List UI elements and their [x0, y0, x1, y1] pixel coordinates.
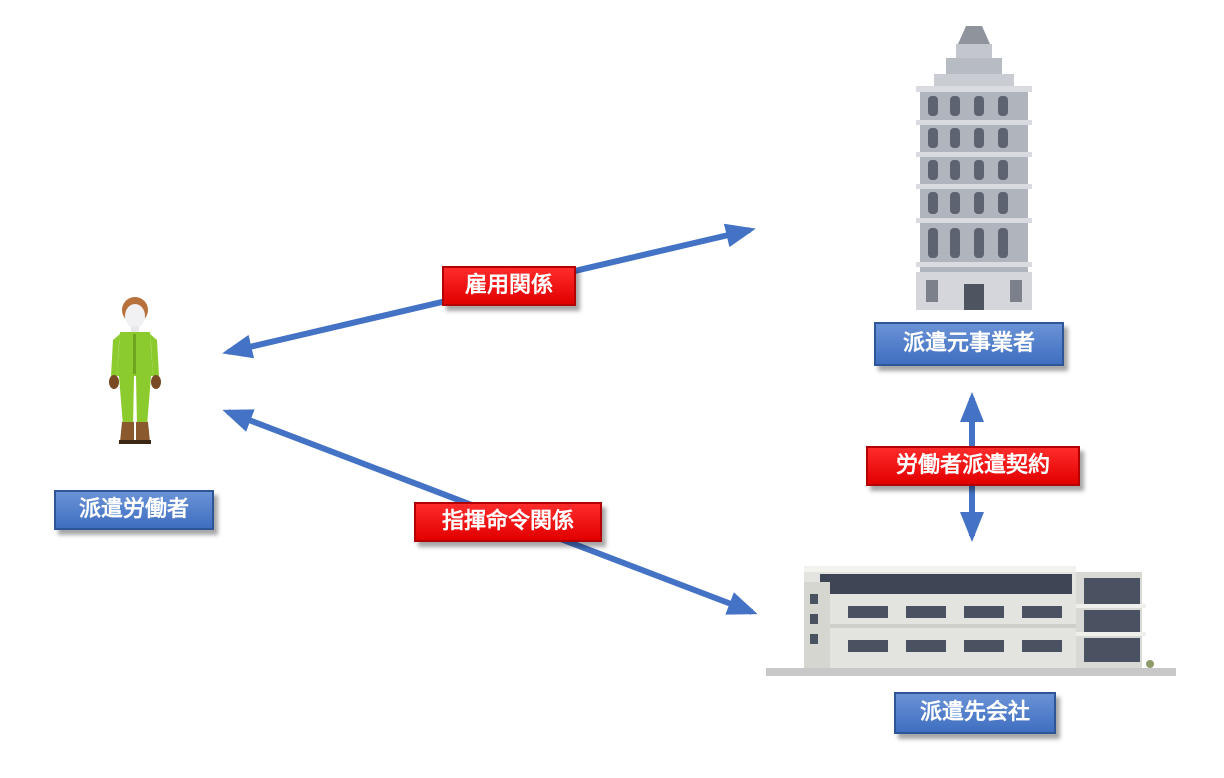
worker-avatar-icon — [109, 297, 161, 444]
dispatch-destination-label: 派遣先会社 — [894, 692, 1056, 734]
worker-label: 派遣労働者 — [54, 490, 214, 530]
office-tower-icon — [916, 26, 1032, 310]
contract-relation-label: 労働者派遣契約 — [866, 446, 1080, 486]
command-relation-label: 指揮命令関係 — [414, 502, 602, 542]
company-building-icon — [766, 566, 1176, 676]
dispatch-origin-label: 派遣元事業者 — [874, 322, 1064, 366]
employment-relation-label: 雇用関係 — [442, 266, 576, 306]
